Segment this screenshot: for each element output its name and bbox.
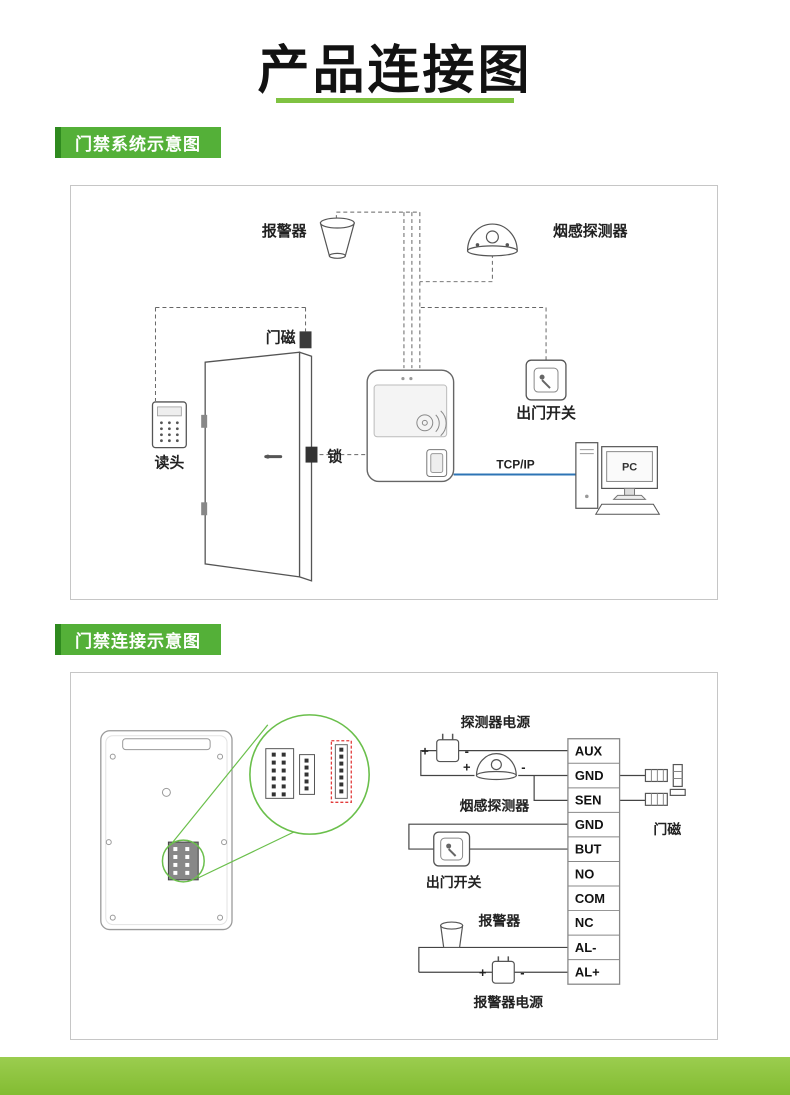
detector-power-label: 探测器电源 bbox=[461, 714, 531, 730]
exit-switch-icon-2 bbox=[433, 831, 471, 867]
system-diagram: 报警器 烟感探测器 bbox=[151, 211, 661, 582]
terminal-label: NC bbox=[575, 915, 594, 930]
lock-label: 锁 bbox=[327, 448, 342, 466]
door-magnet-label-2: 门磁 bbox=[653, 821, 681, 837]
zoom-connector-b bbox=[299, 754, 315, 795]
system-diagram-box: 报警器 烟感探测器 bbox=[70, 185, 718, 600]
section-badge-system-label: 门禁系统示意图 bbox=[75, 135, 201, 154]
alarm-label: 报警器 bbox=[262, 222, 308, 240]
door-handle-icon bbox=[264, 454, 283, 459]
smoke-detector-icon bbox=[466, 223, 518, 257]
reader-icon bbox=[151, 401, 187, 449]
plus-sign: + bbox=[479, 965, 487, 980]
tcpip-label: TCP/IP bbox=[496, 458, 534, 472]
terminal-label: AUX bbox=[575, 744, 603, 759]
door bbox=[201, 351, 313, 582]
title-underline bbox=[276, 98, 514, 103]
smoke-detector-label: 烟感探测器 bbox=[553, 222, 629, 240]
terminal-label: NO bbox=[575, 866, 594, 881]
plus-sign: + bbox=[463, 760, 471, 775]
detector-power-icon bbox=[436, 733, 460, 763]
terminal-label: SEN bbox=[575, 792, 602, 807]
alarm-icon-2 bbox=[440, 921, 464, 949]
lock-icon bbox=[305, 446, 318, 463]
terminal-label: COM bbox=[575, 891, 605, 906]
exit-switch-label-2: 出门开关 bbox=[426, 874, 482, 890]
terminal-label: GND bbox=[575, 768, 604, 783]
dashed-wiring bbox=[154, 211, 547, 456]
plus-sign: + bbox=[421, 744, 429, 759]
exit-switch-label: 出门开关 bbox=[516, 404, 576, 422]
reader-label: 读头 bbox=[154, 454, 184, 472]
zoom-source-circle bbox=[161, 839, 205, 883]
pc-icon: PC bbox=[575, 442, 661, 515]
panel-connector-block bbox=[167, 841, 199, 881]
wires bbox=[408, 750, 646, 973]
door-magnet-icon bbox=[299, 331, 312, 349]
section-badge-wiring-label: 门禁连接示意图 bbox=[75, 632, 201, 651]
section-badge-system: 门禁系统示意图 bbox=[55, 127, 221, 158]
pc-label: PC bbox=[622, 462, 637, 474]
section-badge-wiring: 门禁连接示意图 bbox=[55, 624, 221, 655]
zoom-connector-a bbox=[265, 748, 295, 799]
access-controller bbox=[366, 369, 455, 483]
alarm-power-icon bbox=[491, 956, 515, 984]
terminal-label: AL- bbox=[575, 940, 597, 955]
minus-sign: - bbox=[465, 744, 469, 759]
wiring-diagram: 探测器电源 + - + - 烟感探测器 出门开关 bbox=[100, 714, 686, 1010]
smoke-detector-icon-2 bbox=[475, 753, 517, 781]
zoom-callout bbox=[169, 714, 370, 879]
alarm-power-label: 报警器电源 bbox=[474, 994, 544, 1010]
exit-switch-icon bbox=[525, 359, 567, 401]
minus-sign: - bbox=[520, 965, 524, 980]
terminal-label: AL+ bbox=[575, 965, 600, 980]
door-magnet-label: 门磁 bbox=[266, 328, 296, 346]
footer-bar bbox=[0, 1057, 790, 1095]
page-title: 产品连接图 bbox=[257, 42, 533, 100]
terminal-label: BUT bbox=[575, 842, 602, 857]
terminal-block: AUX GND SEN GND BUT NO COM NC AL- AL+ bbox=[567, 738, 621, 985]
minus-sign: - bbox=[521, 760, 525, 775]
device-back-panel bbox=[100, 730, 233, 931]
smoke-detector-label-2: 烟感探测器 bbox=[460, 797, 531, 813]
alarm-label-2: 报警器 bbox=[478, 913, 521, 929]
contactless-icon bbox=[416, 410, 447, 437]
door-magnet-icon-2 bbox=[644, 763, 686, 806]
wiring-diagram-box: 探测器电源 + - + - 烟感探测器 出门开关 bbox=[70, 672, 718, 1040]
terminal-label: GND bbox=[575, 817, 604, 832]
alarm-icon bbox=[319, 217, 356, 259]
